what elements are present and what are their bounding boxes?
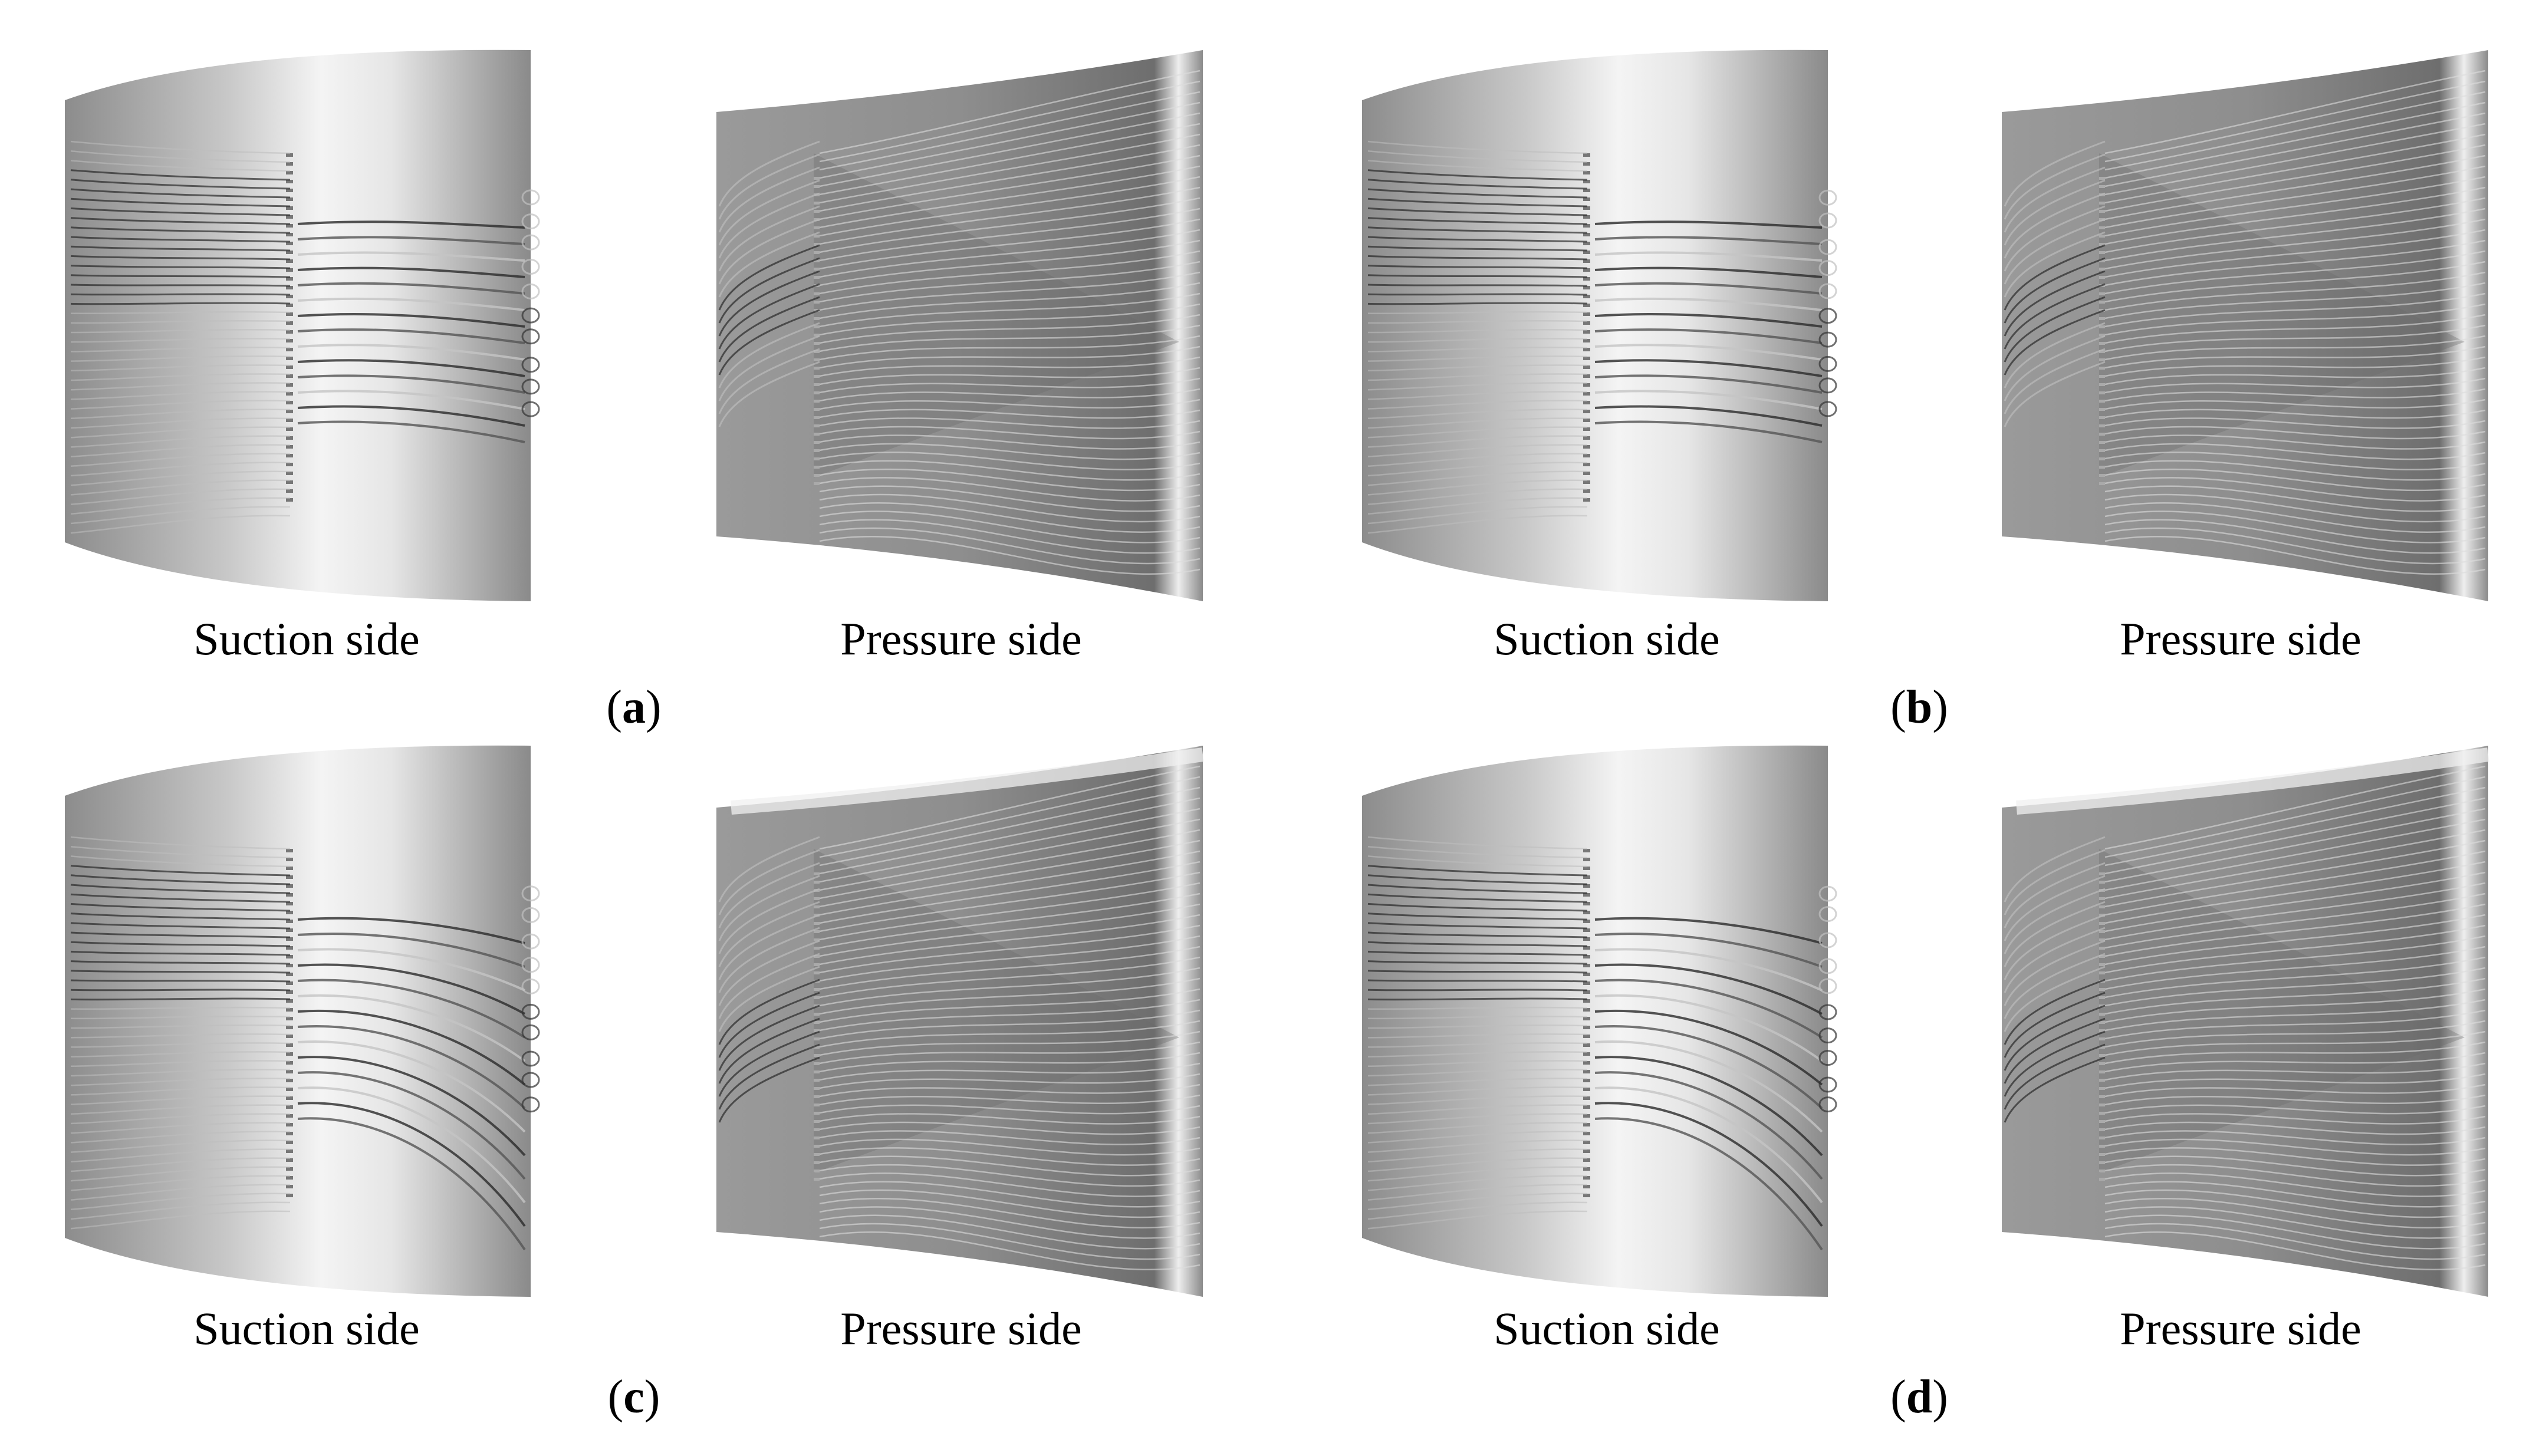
- panel-d-pressure-view: [2002, 746, 2489, 1297]
- film-hole-row: [286, 849, 293, 1197]
- panel-d-suction-view: [1362, 745, 1837, 1297]
- panel-b-suction-caption: Suction side: [1494, 613, 1720, 664]
- streamlines: [70, 836, 540, 1251]
- film-hole-row: [1583, 849, 1590, 1197]
- panel-a-letter: a: [622, 681, 646, 733]
- panel-c-suction-view: [65, 745, 540, 1297]
- streamlines: [2004, 70, 2486, 575]
- panel-a-suction-view: [65, 50, 540, 602]
- streamlines: [70, 140, 540, 534]
- suction-blade-surface: [1362, 745, 1828, 1297]
- panel-d-pressure-caption: Pressure side: [2120, 1303, 2361, 1354]
- panel-d-letter: d: [1906, 1371, 1933, 1423]
- panel-b-suction-view: [1362, 50, 1837, 602]
- panel-c-letter: c: [623, 1371, 644, 1423]
- panel-c-pressure-view: [716, 746, 1204, 1297]
- film-hole-row: [2099, 177, 2105, 485]
- suction-blade-surface: [1362, 50, 1828, 602]
- film-hole-row: [286, 153, 293, 502]
- streamlines: [1367, 836, 1837, 1251]
- panel-b-letter: b: [1906, 681, 1933, 733]
- panel-b-pressure-caption: Pressure side: [2120, 613, 2361, 664]
- panel-b-label: (b): [1890, 681, 1948, 733]
- panel-a-suction-caption: Suction side: [193, 613, 420, 664]
- suction-blade-surface: [65, 50, 531, 602]
- panel-a-pressure-caption: Pressure side: [840, 613, 1082, 664]
- streamlines: [718, 747, 1204, 1271]
- panel-d-suction-caption: Suction side: [1494, 1303, 1720, 1354]
- streamlines: [2004, 747, 2489, 1271]
- streamlines: [718, 70, 1200, 575]
- streamlines: [1367, 140, 1837, 534]
- panel-d-label: (d): [1890, 1371, 1948, 1423]
- panel-c-suction-caption: Suction side: [193, 1303, 420, 1354]
- panel-a-pressure-view: [716, 50, 1203, 601]
- film-hole-row: [1583, 153, 1590, 502]
- panel-c-label: (c): [607, 1371, 660, 1423]
- panel-a-label: (a): [606, 681, 662, 733]
- panel-b-pressure-view: [2002, 50, 2488, 601]
- suction-blade-surface: [65, 745, 531, 1297]
- panel-c-pressure-caption: Pressure side: [840, 1303, 1082, 1354]
